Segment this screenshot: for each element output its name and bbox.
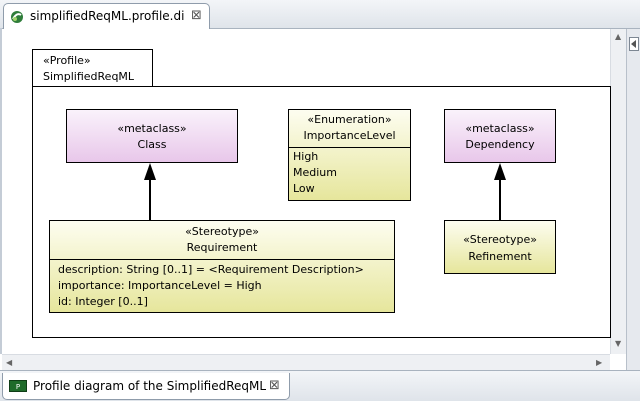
- node-name: Refinement: [468, 250, 532, 263]
- horizontal-scrollbar[interactable]: ◀ ▶: [2, 354, 610, 371]
- node-name: Dependency: [465, 138, 535, 151]
- papyrus-diagram-icon: [11, 11, 23, 23]
- attribute: description: String [0..1] = <Requiremen…: [58, 263, 364, 276]
- stereotype-requirement-node[interactable]: «Stereotype» Requirement description: St…: [49, 220, 395, 313]
- metaclass-class-node[interactable]: «metaclass» Class: [66, 109, 238, 163]
- svg-text:P: P: [16, 383, 20, 391]
- frame-left: [0, 28, 2, 354]
- attributes-compartment: description: String [0..1] = <Requiremen…: [50, 259, 394, 314]
- enum-literal: Low: [293, 182, 315, 195]
- editor-tab[interactable]: simplifiedReqML.profile.di ⊠: [3, 3, 210, 29]
- node-name: ImportanceLevel: [303, 129, 396, 142]
- diagram-tab[interactable]: P Profile diagram of the SimplifiedReqML…: [2, 373, 290, 400]
- profile-package-tab[interactable]: «Profile» SimplifiedReqML: [32, 49, 153, 87]
- close-icon[interactable]: ⊠: [191, 8, 202, 23]
- enum-literal: Medium: [293, 166, 337, 179]
- editor-tabbar: simplifiedReqML.profile.di ⊠: [0, 0, 640, 29]
- node-stereotype: «Enumeration»: [307, 113, 392, 126]
- profile-name: SimplifiedReqML: [43, 70, 135, 83]
- enum-literal: High: [293, 150, 319, 163]
- scroll-right-icon[interactable]: ▶: [596, 358, 603, 367]
- node-name: Requirement: [186, 241, 258, 254]
- vertical-scrollbar[interactable]: ▲ ▼: [610, 29, 627, 354]
- profile-diagram-icon: P: [9, 380, 27, 392]
- node-name: Class: [137, 138, 167, 151]
- node-stereotype: «Stereotype»: [185, 225, 259, 238]
- profile-stereotype: «Profile»: [43, 54, 91, 67]
- enumeration-importance-level-node[interactable]: «Enumeration» ImportanceLevel High Mediu…: [288, 109, 411, 201]
- attribute: importance: ImportanceLevel = High: [58, 279, 262, 292]
- close-icon[interactable]: ⊠: [269, 378, 280, 393]
- metaclass-dependency-node[interactable]: «metaclass» Dependency: [444, 109, 556, 163]
- literals-compartment: High Medium Low: [289, 147, 410, 202]
- scroll-up-icon[interactable]: ▲: [615, 32, 622, 41]
- editor-tab-title: simplifiedReqML.profile.di: [30, 9, 185, 23]
- palette-panel: [626, 29, 640, 370]
- node-stereotype: «Stereotype»: [463, 233, 537, 246]
- scroll-down-icon[interactable]: ▼: [615, 339, 622, 348]
- node-stereotype: «metaclass»: [117, 122, 187, 135]
- palette-toggle-icon[interactable]: [629, 37, 639, 51]
- stereotype-refinement-node[interactable]: «Stereotype» Refinement: [444, 220, 556, 274]
- attribute: id: Integer [0..1]: [58, 295, 148, 308]
- diagram-tabbar: P Profile diagram of the SimplifiedReqML…: [0, 370, 640, 401]
- node-stereotype: «metaclass»: [465, 122, 535, 135]
- diagram-tab-title: Profile diagram of the SimplifiedReqML: [33, 379, 267, 393]
- scroll-left-icon[interactable]: ◀: [6, 358, 13, 367]
